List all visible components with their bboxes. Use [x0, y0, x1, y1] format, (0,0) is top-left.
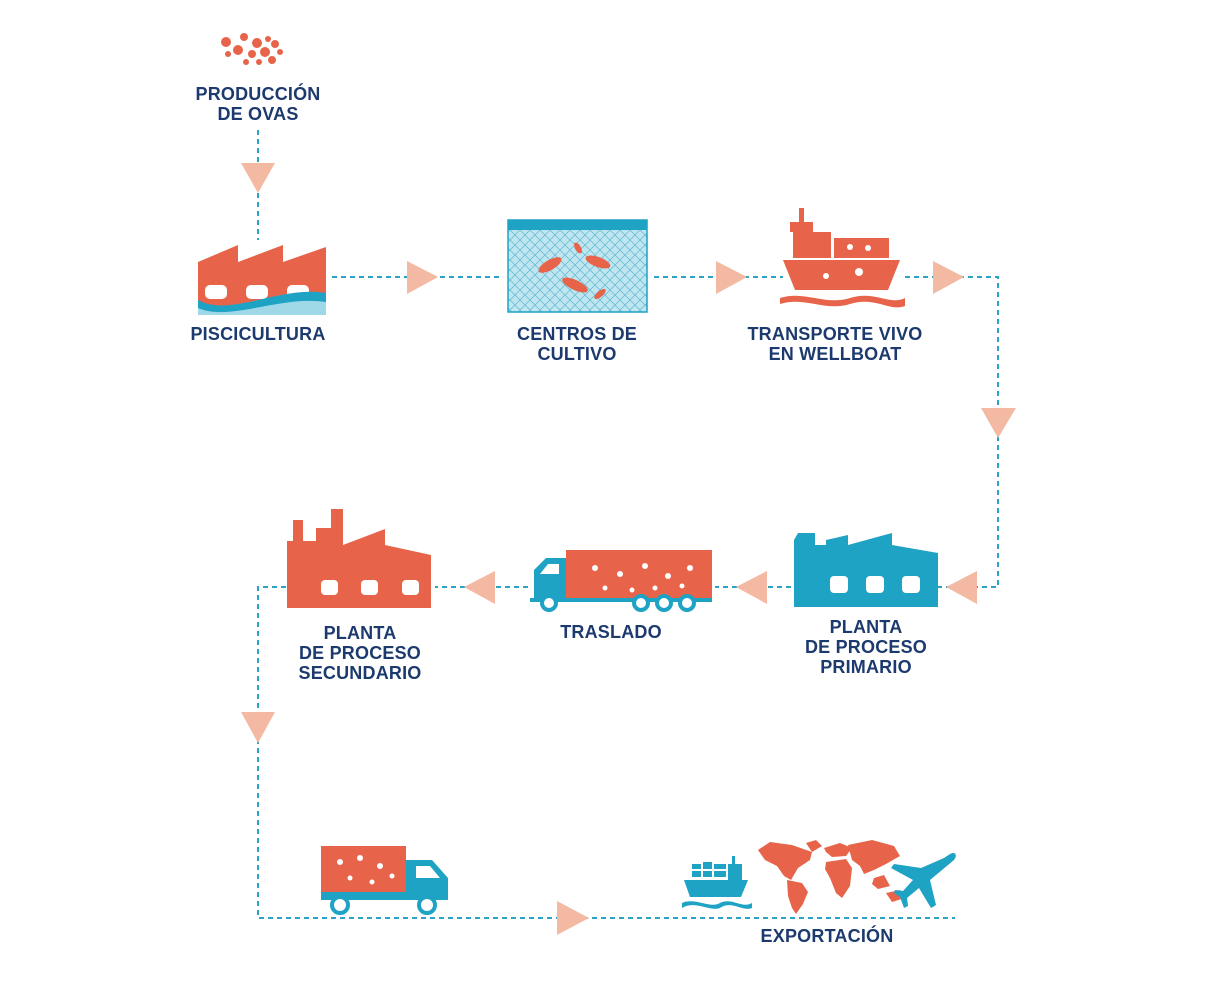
node-label-planta-secundario: PLANTA DE PROCESO SECUNDARIO: [298, 623, 421, 683]
arrow-right-icon: [933, 261, 964, 294]
label-line: SECUNDARIO: [298, 663, 422, 683]
node-label-produccion-ovas: PRODUCCIÓN DE OVAS: [195, 84, 320, 124]
secondary-plant-factory-icon: [287, 509, 431, 608]
label-line: PRODUCCIÓN: [195, 84, 321, 104]
label-line: EXPORTACIÓN: [760, 926, 894, 946]
label-line: PLANTA: [323, 623, 397, 643]
label-line: DE PROCESO: [804, 637, 928, 657]
node-label-piscicultura: PISCICULTURA: [190, 324, 325, 344]
delivery-truck-icon: [321, 846, 448, 915]
label-line: TRASLADO: [560, 622, 662, 642]
label-line: PISCICULTURA: [190, 324, 326, 344]
arrow-right-icon: [716, 261, 747, 294]
primary-plant-factory-icon: [794, 533, 938, 607]
label-line: PRIMARIO: [820, 657, 912, 677]
label-line: CULTIVO: [537, 344, 617, 364]
label-line: PLANTA: [829, 617, 903, 637]
label-line: DE OVAS: [217, 104, 299, 124]
wellboat-ship-icon: [780, 208, 905, 308]
label-line: EN WELLBOAT: [768, 344, 902, 364]
hatchery-factory-icon: [198, 245, 326, 315]
fish-net-pen-icon: [507, 219, 648, 313]
node-label-transporte-wellboat: TRANSPORTE VIVO EN WELLBOAT: [747, 324, 922, 364]
node-label-planta-primario: PLANTA DE PROCESO PRIMARIO: [805, 617, 927, 677]
arrow-down-icon: [241, 712, 275, 743]
eggs-icon: [221, 33, 283, 65]
arrow-right-icon: [557, 901, 589, 935]
arrow-right-icon: [407, 261, 438, 294]
flow-arrows: [241, 163, 1016, 935]
label-line: CENTROS DE: [516, 324, 638, 344]
arrow-left-icon: [464, 571, 495, 604]
world-map-icon: [758, 840, 905, 914]
transfer-truck-icon: [530, 550, 712, 612]
arrow-left-icon: [736, 571, 767, 604]
airplane-icon: [891, 852, 956, 908]
arrow-down-icon: [241, 163, 275, 193]
label-line: TRANSPORTE VIVO: [747, 324, 923, 344]
node-label-exportacion: EXPORTACIÓN: [761, 926, 894, 946]
node-label-centros-cultivo: CENTROS DE CULTIVO: [517, 324, 637, 364]
arrow-down-icon: [981, 408, 1016, 438]
arrow-left-icon: [946, 571, 977, 604]
label-line: DE PROCESO: [298, 643, 422, 663]
cargo-ship-icon: [682, 856, 752, 909]
node-label-traslado: TRASLADO: [560, 622, 662, 642]
